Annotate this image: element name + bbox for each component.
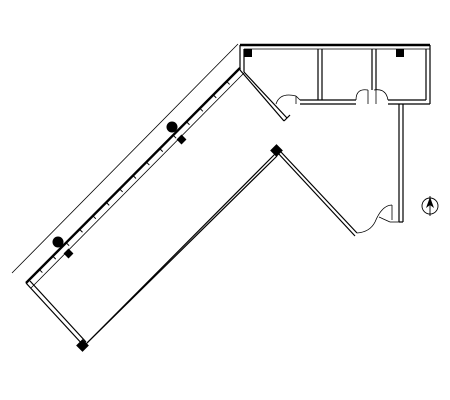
angled-wall-right xyxy=(276,151,358,237)
lower-diagonal-wall xyxy=(25,151,278,347)
right-vertical-wall xyxy=(398,104,404,223)
window-mullion xyxy=(39,269,43,273)
window-mullion xyxy=(172,134,177,139)
window-mullion xyxy=(52,255,57,260)
window-mullion xyxy=(146,161,150,166)
door-top-left xyxy=(275,94,301,105)
round-column-upper xyxy=(166,121,178,133)
column-diamond-bottom xyxy=(76,339,89,352)
window-mullion xyxy=(105,202,110,206)
window-mullion xyxy=(226,81,230,85)
window-mullion xyxy=(159,148,164,152)
exterior-line xyxy=(11,43,239,274)
window-mullion xyxy=(119,188,123,193)
column-diagonal-lower xyxy=(63,248,74,259)
round-column-lower xyxy=(52,236,64,248)
column-diamond-mid xyxy=(270,144,283,157)
entry-angled-wall xyxy=(239,69,291,122)
north-arrow-icon xyxy=(421,196,439,216)
window-mullion xyxy=(199,107,204,112)
window-mullion xyxy=(186,121,190,126)
column-top-left xyxy=(244,49,252,57)
column-top-right xyxy=(396,49,404,57)
door-lower-right xyxy=(356,204,399,234)
door-top-right xyxy=(373,89,389,104)
window-mullion xyxy=(92,215,97,220)
window-mullion xyxy=(65,242,70,247)
window-mullion xyxy=(132,175,137,179)
window-mullion xyxy=(79,228,83,233)
door-top-middle xyxy=(355,89,369,104)
window-mullion xyxy=(212,94,217,99)
window-mullions xyxy=(39,81,230,273)
column-diagonal-upper xyxy=(176,134,187,145)
